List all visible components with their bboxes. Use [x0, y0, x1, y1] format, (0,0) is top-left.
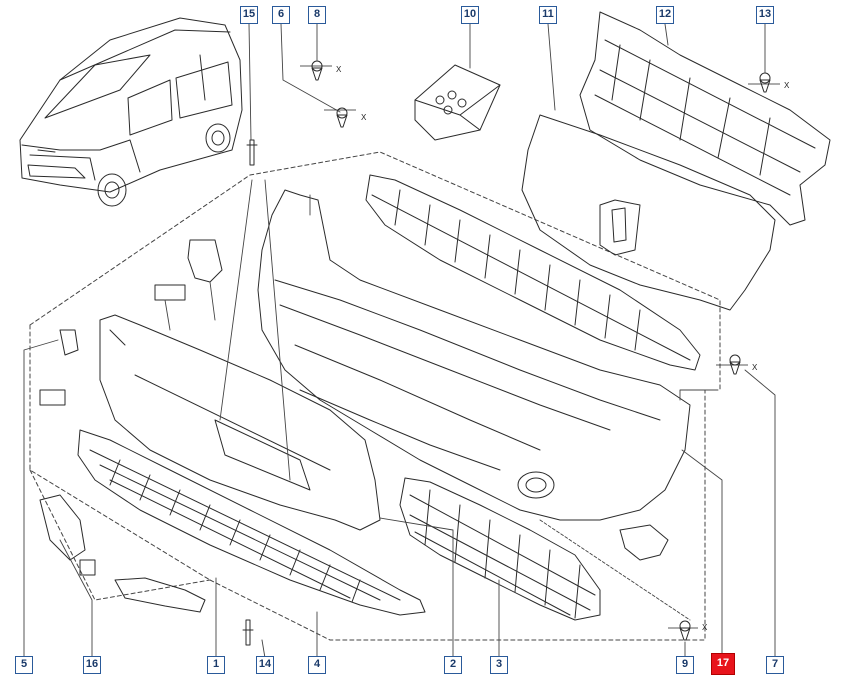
axis-x-mark: X: [702, 623, 708, 632]
callout-13: 13: [756, 6, 774, 24]
callout-4: 4: [308, 656, 326, 674]
callout-15: 15: [240, 6, 258, 24]
fasteners: [242, 60, 771, 646]
upper-energy-absorber: [365, 174, 701, 371]
callout-11: 11: [539, 6, 557, 24]
callout-3: 3: [490, 656, 508, 674]
callout-10: 10: [461, 6, 479, 24]
axis-x-mark: X: [752, 363, 758, 372]
callout-7: 7: [766, 656, 784, 674]
callout-9: 9: [676, 656, 694, 674]
lower-grille-mesh: [77, 429, 426, 616]
upper-grille-panel: [521, 114, 776, 311]
axis-x-mark: X: [361, 113, 367, 122]
vehicle-illustration: [19, 17, 243, 207]
left-bracket-parts: [39, 239, 669, 613]
callout-12: 12: [656, 6, 674, 24]
axis-x-mark: X: [784, 81, 790, 90]
front-bumper-cover: [257, 189, 691, 521]
hardware-kit-box: [414, 64, 501, 141]
callout-17-highlighted[interactable]: 17: [711, 653, 735, 675]
callout-2: 2: [444, 656, 462, 674]
axis-x-mark: X: [336, 65, 342, 74]
callout-5: 5: [15, 656, 33, 674]
callout-6: 6: [272, 6, 290, 24]
callout-16: 16: [83, 656, 101, 674]
callout-8: 8: [308, 6, 326, 24]
upper-grille-support: [579, 11, 831, 226]
lower-bumper-trim: [99, 314, 381, 531]
leader-lines: [23, 23, 776, 659]
axis-markers: X X X X X: [300, 65, 790, 632]
callout-1: 1: [207, 656, 225, 674]
center-mesh-grille: [399, 477, 601, 621]
callout-14: 14: [256, 656, 274, 674]
